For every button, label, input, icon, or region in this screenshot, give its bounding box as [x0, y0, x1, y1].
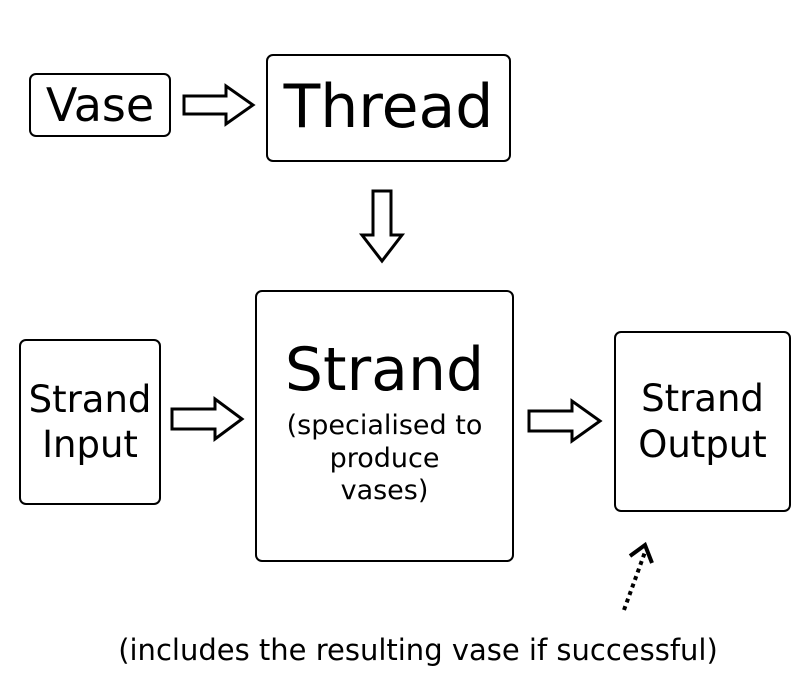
node-strand-output-line-1: Strand	[641, 377, 764, 421]
arrow-input-to-strand	[170, 396, 245, 442]
annotation-arrowhead	[628, 541, 654, 564]
node-thread: Thread	[266, 54, 511, 162]
node-strand-input: Strand Input	[19, 339, 161, 505]
node-strand: Strand (specialised to produce vases)	[255, 290, 514, 562]
node-strand-input-line-1: Strand	[28, 377, 152, 421]
node-strand-input-line-2: Input	[42, 423, 138, 466]
node-strand-subtitle-line-1: (specialised to	[286, 409, 483, 441]
node-vase-label: Vase	[45, 77, 155, 132]
node-strand-output-line-2: Output	[638, 422, 767, 466]
node-strand-output: Strand Output	[614, 331, 791, 512]
annotation-text: (includes the resulting vase if successf…	[118, 633, 718, 667]
node-strand-subtitle-line-2: produce	[329, 442, 440, 474]
arrow-vase-to-thread	[182, 83, 256, 127]
node-thread-label: Thread	[283, 72, 494, 143]
node-strand-title: Strand	[284, 334, 485, 405]
annotation-dotted-line	[622, 551, 647, 611]
arrow-thread-to-strand	[358, 189, 406, 264]
node-strand-subtitle-line-3: vases)	[340, 475, 429, 507]
arrow-strand-to-output	[527, 398, 603, 444]
node-vase: Vase	[29, 73, 171, 137]
node-strand-subtitle: (specialised to produce vases)	[287, 410, 483, 509]
